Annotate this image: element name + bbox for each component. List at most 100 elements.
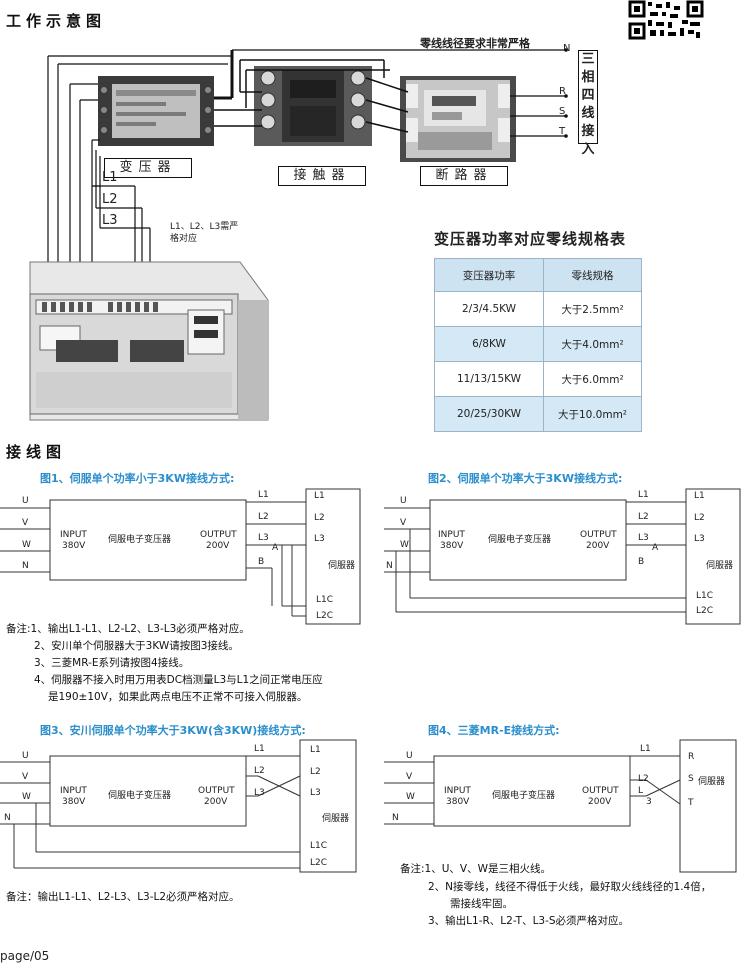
fig2-input-v: 380V bbox=[440, 541, 464, 551]
r-label: R bbox=[559, 86, 566, 97]
notes1-line4: 4、伺服器不接入时用万用表DC档测量L3与L1之间正常电压应 bbox=[34, 674, 323, 686]
fig4-title: 图4、三菱MR-E接线方式: bbox=[428, 724, 560, 737]
fig4-servo: 伺服器 bbox=[698, 777, 726, 787]
transformer-label: 变压器 bbox=[104, 158, 192, 178]
fig1-a: A bbox=[272, 543, 279, 553]
s-label: S bbox=[559, 106, 566, 117]
fig1-u: U bbox=[22, 496, 29, 506]
working-diagram bbox=[29, 48, 568, 421]
fig1-out-l2: L2 bbox=[258, 512, 269, 522]
fig3-output-v: 200V bbox=[204, 797, 228, 807]
contactor-label: 接触器 bbox=[278, 166, 366, 186]
fig2-out-l2: L2 bbox=[638, 512, 649, 522]
spec-cell: 大于2.5mm² bbox=[543, 291, 642, 327]
fig3-input-v: 380V bbox=[62, 797, 86, 807]
servo-drive-device bbox=[29, 261, 269, 421]
fig3-v: V bbox=[22, 772, 29, 782]
fig3-l1c: L1C bbox=[310, 841, 328, 851]
notes1-line1: 备注:1、输出L1-L1、L2-L2、L3-L3必须严格对应。 bbox=[6, 623, 250, 635]
fig3-servo-l3: L3 bbox=[310, 788, 321, 798]
spec-cell: 6/8KW bbox=[434, 326, 544, 362]
fig2-output-v: 200V bbox=[586, 541, 610, 551]
fig1-out-l1: L1 bbox=[258, 490, 269, 500]
fig3-l2c: L2C bbox=[310, 858, 328, 868]
spec-table-title: 变压器功率对应零线规格表 bbox=[434, 230, 627, 248]
fig3-servo: 伺服器 bbox=[322, 814, 350, 824]
fig1-n: N bbox=[22, 561, 29, 571]
spec-cell: 大于10.0mm² bbox=[543, 396, 642, 432]
spec-header-power: 变压器功率 bbox=[434, 258, 544, 292]
neutral-note: 零线线径要求非常严格 bbox=[420, 37, 530, 50]
match-note: L1、L2、L3需严格对应 bbox=[170, 222, 239, 244]
fig1-title: 图1、伺服单个功率小于3KW接线方式: bbox=[40, 472, 235, 485]
fig3-title: 图3、安川伺服单个功率大于3KW(含3KW)接线方式: bbox=[40, 724, 306, 737]
fig4-s: S bbox=[688, 774, 694, 784]
spec-cell: 大于6.0mm² bbox=[543, 361, 642, 397]
fig4-v: V bbox=[406, 772, 413, 782]
transformer-device bbox=[98, 76, 214, 146]
fig4-out-l-fragment: L bbox=[638, 786, 644, 796]
fig1-servo-l1: L1 bbox=[314, 491, 325, 501]
fig1-servo-l2: L2 bbox=[314, 513, 325, 523]
fig3-u: U bbox=[22, 751, 29, 761]
fig4-input-v: 380V bbox=[446, 797, 470, 807]
fig2-b: B bbox=[638, 557, 645, 567]
l2-label: L2 bbox=[102, 192, 118, 207]
notes1-line2: 2、安川单个伺服器大于3KW请按图3接线。 bbox=[34, 640, 239, 652]
fig3-box: 伺服电子变压器 bbox=[108, 791, 172, 801]
fig3-diagram bbox=[0, 739, 357, 873]
spec-cell: 2/3/4.5KW bbox=[434, 291, 544, 327]
spec-header-neutral: 零线规格 bbox=[543, 258, 642, 292]
fig2-servo-l3: L3 bbox=[694, 534, 705, 544]
spec-cell: 11/13/15KW bbox=[434, 361, 544, 397]
fig1-diagram bbox=[0, 488, 361, 625]
fig2-servo-l1: L1 bbox=[694, 491, 705, 501]
notes1-line3: 3、三菱MR-E系列请按图4接线。 bbox=[34, 657, 190, 669]
breaker-device bbox=[400, 76, 516, 162]
fig4-out-3: 3 bbox=[646, 797, 652, 807]
fig2-out-l1: L1 bbox=[638, 490, 649, 500]
fig2-title: 图2、伺服单个功率大于3KW接线方式: bbox=[428, 472, 623, 485]
notes3: 备注：输出L1-L1、L2-L3、L3-L2必须严格对应。 bbox=[6, 891, 240, 903]
fig4-t: T bbox=[688, 798, 694, 808]
notes1-line5: 是190±10V，如果此两点电压不正常不可接入伺服器。 bbox=[48, 691, 308, 703]
fig4-output-v: 200V bbox=[588, 797, 612, 807]
fig3-input: INPUT bbox=[60, 786, 87, 796]
spec-cell: 大于4.0mm² bbox=[543, 326, 642, 362]
fig2-diagram bbox=[384, 488, 741, 625]
l3-label: L3 bbox=[102, 213, 118, 228]
fig2-a: A bbox=[652, 543, 659, 553]
fig3-servo-l1: L1 bbox=[310, 745, 321, 755]
fig4-output: OUTPUT bbox=[582, 786, 619, 796]
notes4-line3: 需接线牢固。 bbox=[450, 898, 513, 910]
fig3-output: OUTPUT bbox=[198, 786, 235, 796]
notes4-line4: 3、输出L1-R、L2-T、L3-S必须严格对应。 bbox=[428, 915, 630, 927]
fig3-out-l2: L2 bbox=[254, 766, 265, 776]
fig1-v: V bbox=[22, 518, 29, 528]
fig4-input: INPUT bbox=[444, 786, 471, 796]
fig1-out-l3: L3 bbox=[258, 533, 269, 543]
breaker-label: 断路器 bbox=[420, 166, 508, 186]
qr-code-icon bbox=[628, 0, 704, 40]
fig4-w: W bbox=[406, 792, 415, 802]
fig2-out-l3: L3 bbox=[638, 533, 649, 543]
fig1-w: W bbox=[22, 540, 31, 550]
fig2-box: 伺服电子变压器 bbox=[488, 535, 552, 545]
fig2-u: U bbox=[400, 496, 407, 506]
fig2-w: W bbox=[400, 540, 409, 550]
fig1-l1c: L1C bbox=[316, 595, 334, 605]
fig2-servo: 伺服器 bbox=[706, 561, 734, 571]
fig3-out-l3: L3 bbox=[254, 788, 265, 798]
fig2-l1c: L1C bbox=[696, 591, 714, 601]
fig1-output-v: 200V bbox=[206, 541, 230, 551]
spec-cell: 20/25/30KW bbox=[434, 396, 544, 432]
fig2-l2c: L2C bbox=[696, 606, 714, 616]
fig3-servo-l2: L2 bbox=[310, 767, 321, 777]
fig2-input: INPUT bbox=[438, 530, 465, 540]
notes4-line2: 2、N接零线，线径不得低于火线，最好取火线线径的1.4倍， bbox=[428, 881, 712, 893]
neutral-n-label: N bbox=[563, 43, 571, 54]
fig4-box: 伺服电子变压器 bbox=[492, 791, 556, 801]
fig3-out-l1: L1 bbox=[254, 744, 265, 754]
l1-label: L1 bbox=[102, 170, 118, 185]
page-number: page/05 bbox=[0, 949, 50, 963]
